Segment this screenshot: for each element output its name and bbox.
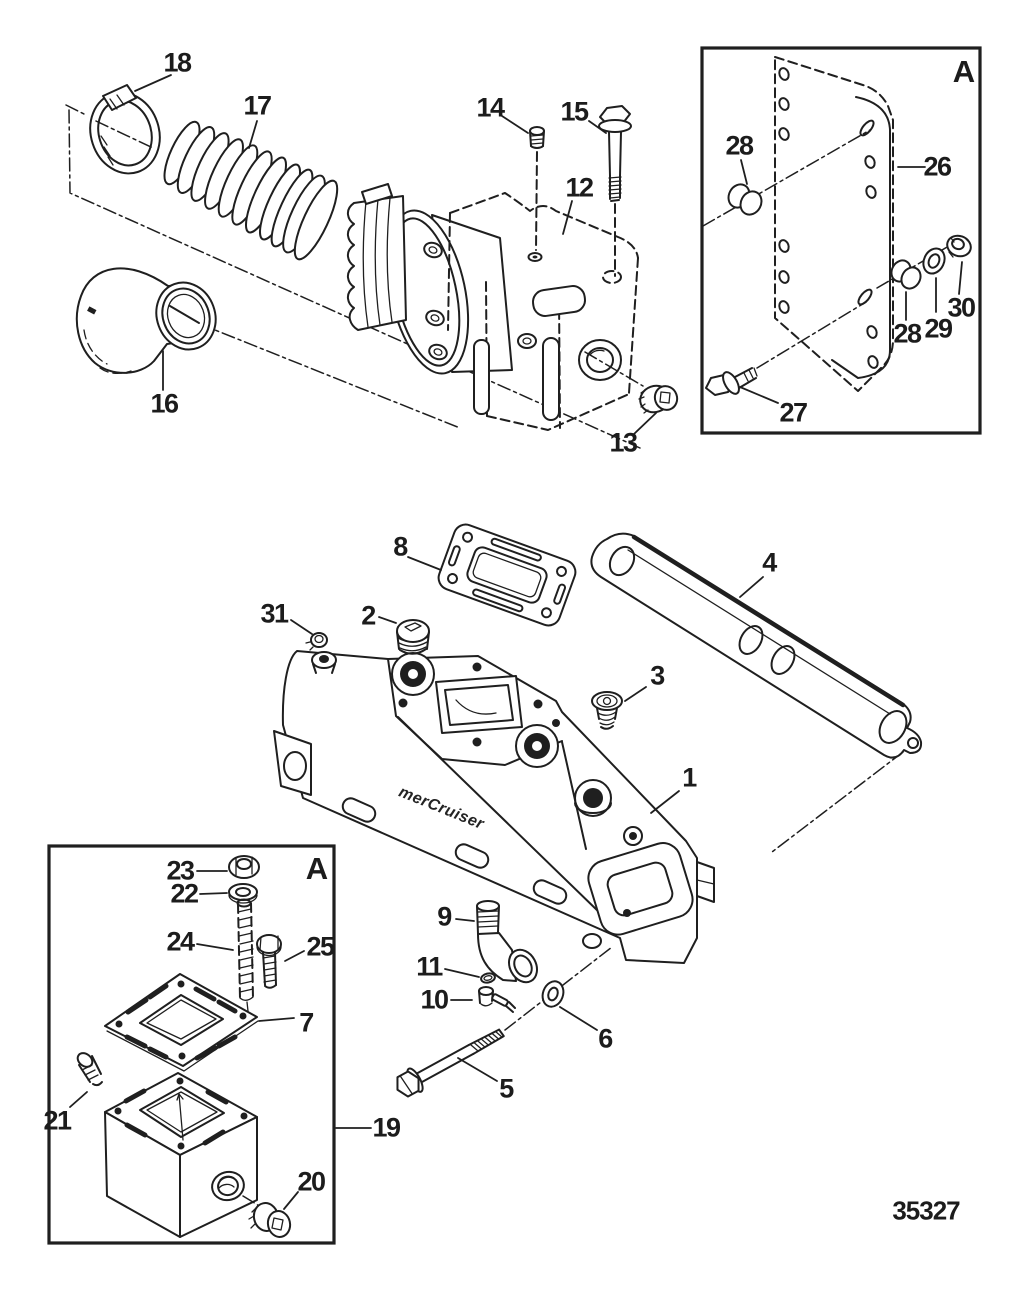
callout-2: 2 xyxy=(361,600,376,631)
callout-30: 30 xyxy=(947,292,976,323)
callout-13: 13 xyxy=(609,427,638,458)
callout-12: 12 xyxy=(565,172,594,203)
callout-6: 6 xyxy=(598,1023,613,1054)
callout-15: 15 xyxy=(560,96,589,127)
hex-bolt-art xyxy=(598,105,632,277)
threaded-plug-art xyxy=(396,619,430,655)
o-ring-art xyxy=(480,972,496,984)
callout-25: 25 xyxy=(306,931,335,962)
detail-a-bottom-left-art xyxy=(47,844,336,1245)
callout-9: 9 xyxy=(437,901,452,932)
callout-3: 3 xyxy=(650,660,665,691)
bellows-hose-art xyxy=(163,120,339,261)
callout-29: 29 xyxy=(924,313,953,344)
detail-a-top-right-art xyxy=(700,46,982,435)
callout-26: 26 xyxy=(923,151,952,182)
drawing-number: 35327 xyxy=(892,1195,960,1226)
callout-22: 22 xyxy=(170,878,199,909)
exhaust-manifold-art: merCruiser xyxy=(273,650,715,964)
callout-4: 4 xyxy=(762,547,777,578)
hose-clamp-art xyxy=(89,84,161,175)
callout-11: 11 xyxy=(416,951,443,982)
callout-27: 27 xyxy=(779,397,808,428)
drain-bolt-group-art xyxy=(396,946,613,1098)
callout-28-lower: 28 xyxy=(893,318,922,349)
callout-8: 8 xyxy=(393,531,408,562)
reference-assembly-art xyxy=(347,183,639,431)
callout-31: 31 xyxy=(260,598,289,629)
elbow-pipe-art xyxy=(75,267,217,375)
callout-20: 20 xyxy=(297,1166,326,1197)
callout-16: 16 xyxy=(150,388,179,419)
hose-fitting-art xyxy=(476,900,538,984)
callout-14: 14 xyxy=(476,92,505,123)
callout-7: 7 xyxy=(299,1007,314,1038)
callout-23: 23 xyxy=(166,855,195,886)
callout-19: 19 xyxy=(372,1112,401,1143)
callout-1: 1 xyxy=(682,762,697,793)
leader-lines xyxy=(69,74,963,1210)
callout-24: 24 xyxy=(166,926,195,957)
callout-17: 17 xyxy=(243,90,272,121)
vent-fitting-art xyxy=(591,691,623,730)
detail-letter-bottom-left: A xyxy=(305,851,329,886)
callout-10: 10 xyxy=(420,984,449,1015)
callout-5: 5 xyxy=(499,1073,514,1104)
elbow-gasket-art xyxy=(437,523,577,627)
small-plug-art xyxy=(305,631,328,651)
pipe-plug-art xyxy=(584,351,679,414)
screw-art xyxy=(529,126,545,251)
drain-cock-art xyxy=(478,986,516,1013)
callout-28-upper: 28 xyxy=(725,130,754,161)
callout-18: 18 xyxy=(163,47,192,78)
callout-21: 21 xyxy=(43,1105,72,1136)
manifold-gasket-art xyxy=(590,532,923,853)
detail-letter-top-right: A xyxy=(952,54,976,89)
